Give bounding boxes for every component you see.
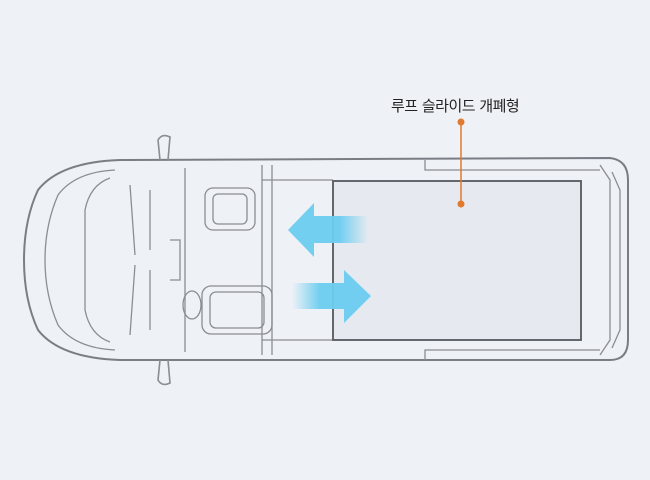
steering-wheel-icon <box>182 290 202 320</box>
seat-icon <box>204 187 256 231</box>
side-mirror-icon <box>157 134 171 161</box>
roof-slide-panel <box>332 180 582 341</box>
callout-dot-icon <box>457 118 465 126</box>
callout-line <box>457 118 465 208</box>
seat-icon <box>201 285 273 335</box>
slide-left-arrow-icon <box>288 203 368 257</box>
van-outline <box>22 134 629 386</box>
callout-label: 루프 슬라이드 개폐형 <box>391 97 520 115</box>
slide-right-arrow-icon <box>292 270 371 323</box>
side-mirror-icon <box>157 359 171 386</box>
callout-dot-icon <box>457 200 465 208</box>
